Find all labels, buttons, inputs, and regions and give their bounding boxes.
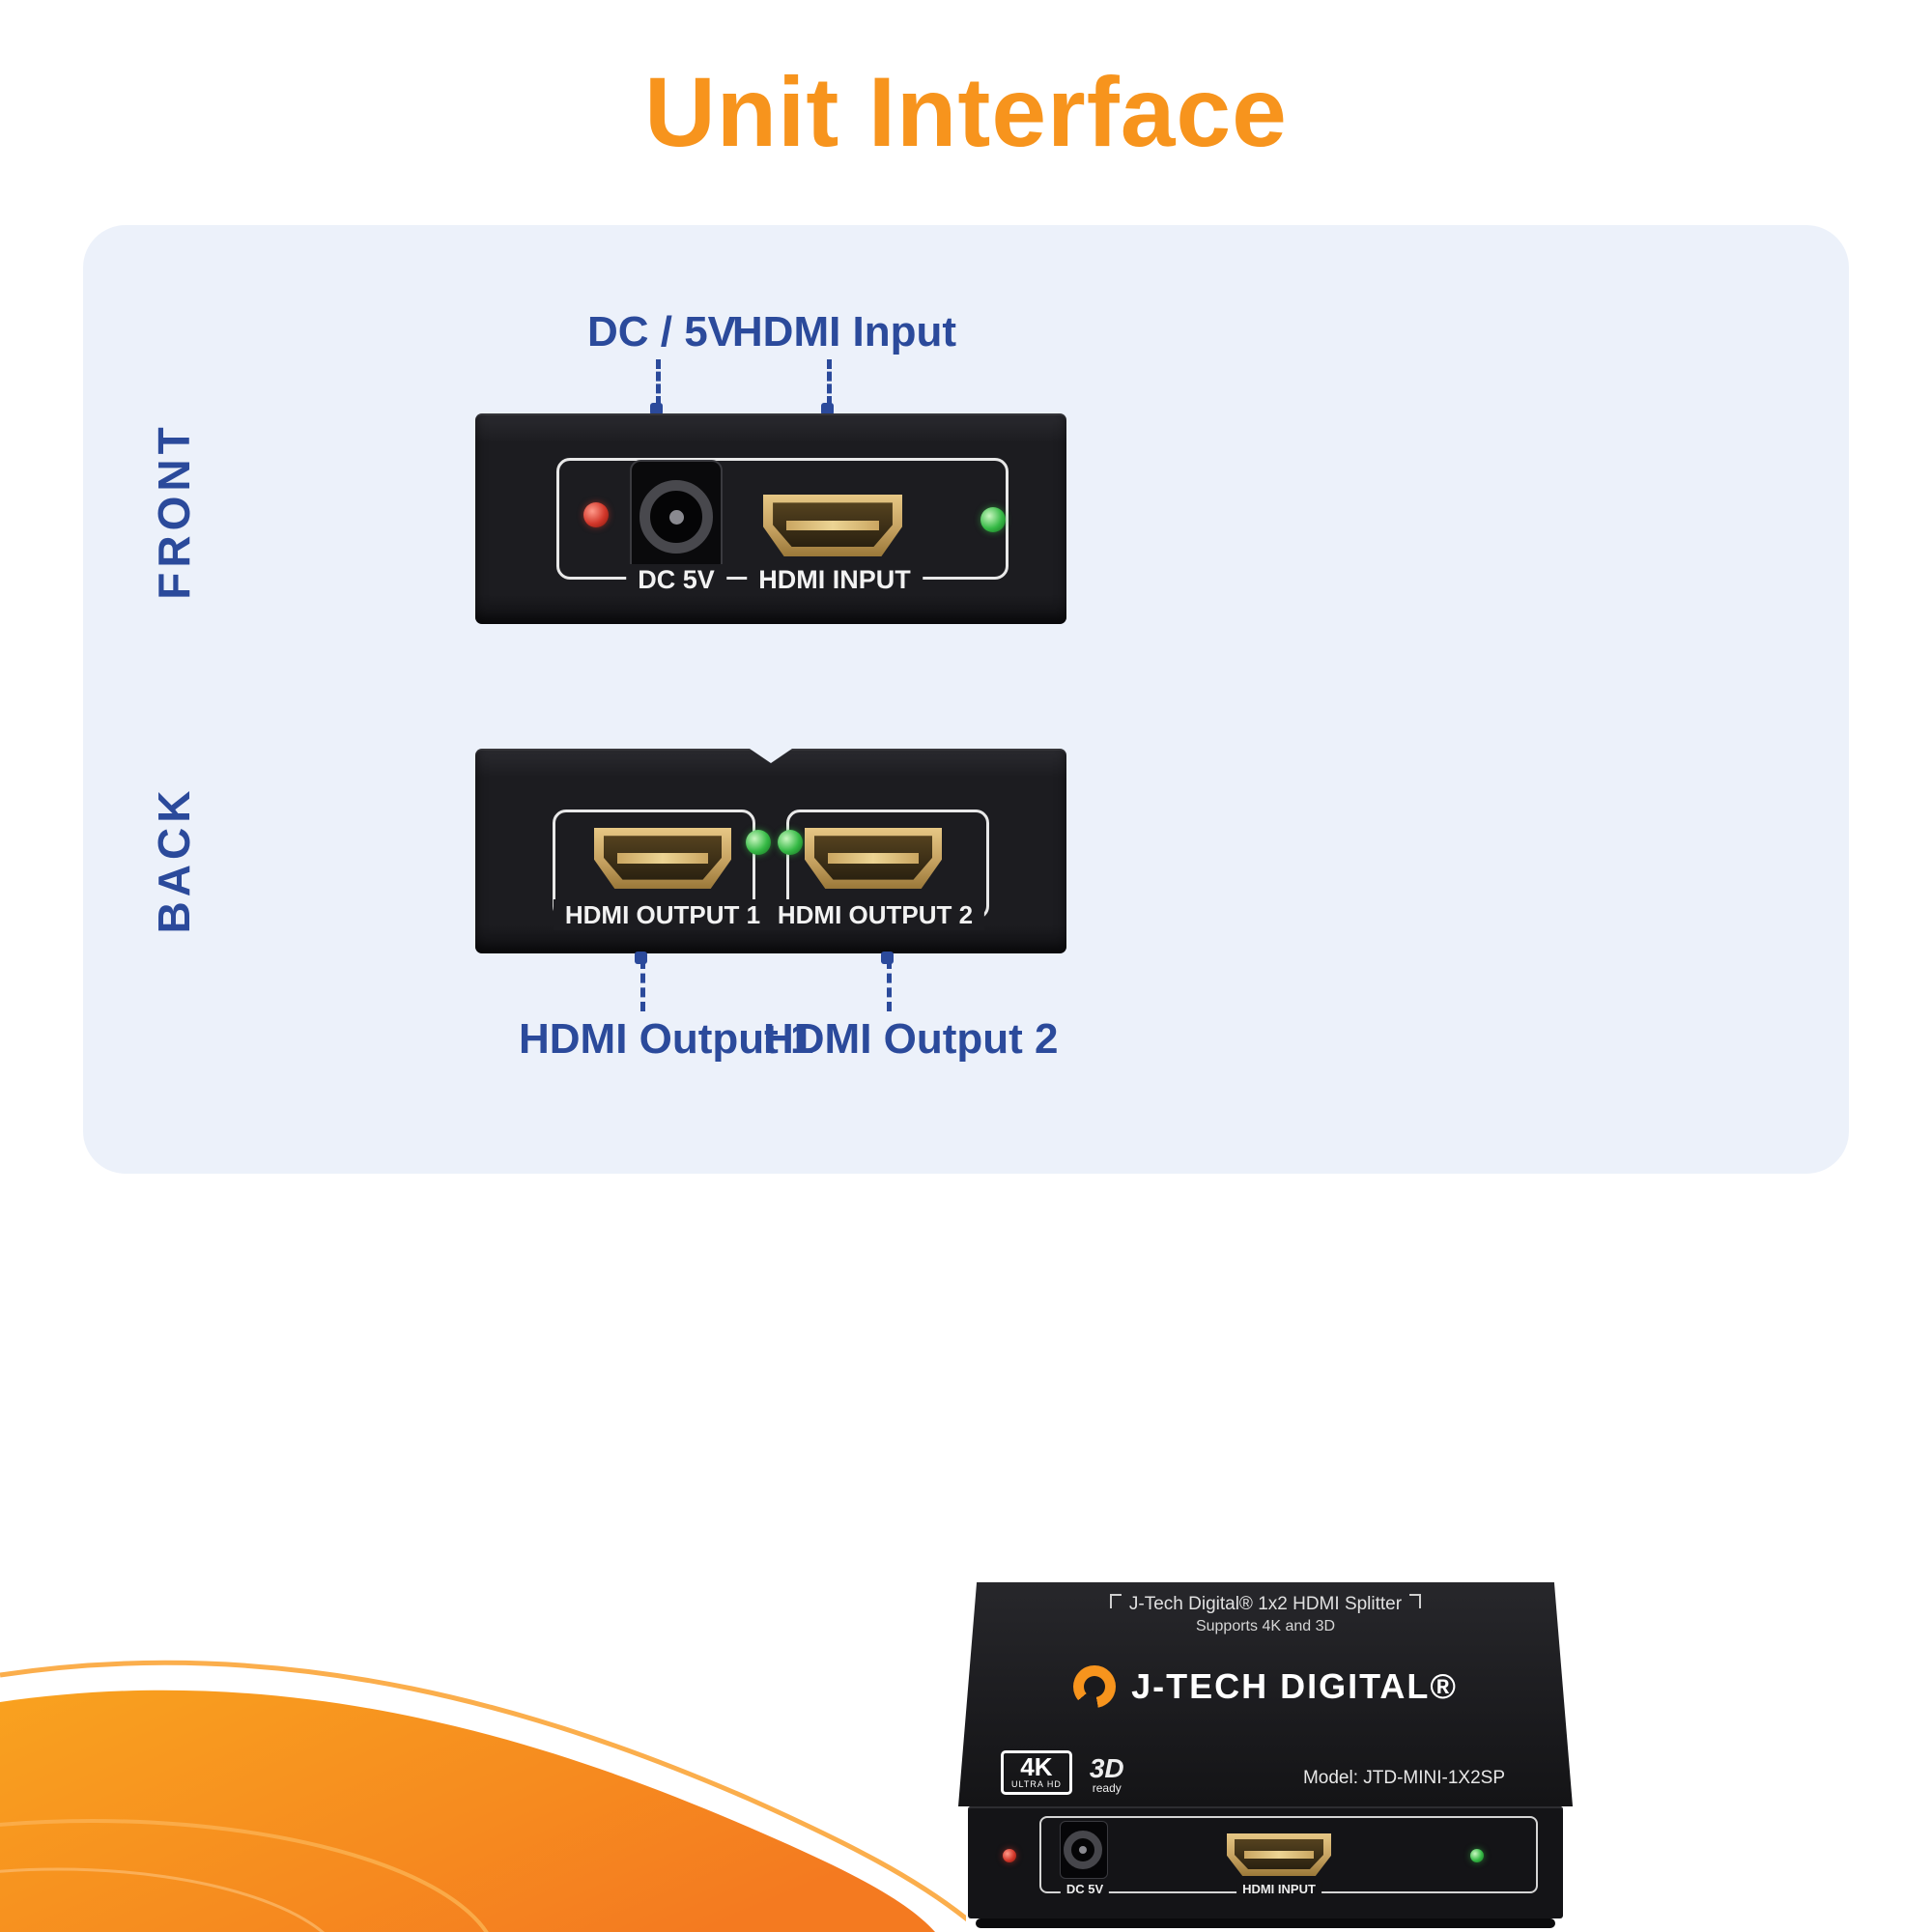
product-top-face: J-Tech Digital® 1x2 HDMI Splitter Suppor…	[958, 1582, 1573, 1806]
product-photo: J-Tech Digital® 1x2 HDMI Splitter Suppor…	[947, 1582, 1584, 1932]
dashed-connector-output-2	[887, 959, 892, 1011]
dc-jack-pin	[668, 509, 684, 525]
output-1-led-green-icon	[746, 830, 771, 855]
hdmi-output-2-port	[805, 828, 942, 889]
device-back-panel: HDMI OUTPUT 1 HDMI OUTPUT 2	[475, 749, 1066, 953]
badge-3d-subtext: ready	[1092, 1781, 1122, 1795]
power-led-red-icon	[583, 502, 609, 527]
product-badges: 4K ULTRA HD 3D ready	[1001, 1750, 1124, 1795]
front-side-label: FRONT	[149, 422, 199, 600]
product-front-face: DC 5V HDMI INPUT	[968, 1806, 1563, 1918]
hdmi-input-port	[763, 495, 902, 556]
mini-dc-power-jack	[1061, 1822, 1107, 1878]
hdmi-tongue	[617, 853, 708, 864]
mini-power-led-red-icon	[1003, 1849, 1016, 1862]
product-model-text: Model: JTD-MINI-1X2SP	[1302, 1768, 1505, 1788]
product-brand-row: J-TECH DIGITAL®	[958, 1665, 1573, 1708]
port-label-hdmi-input: HDMI INPUT	[747, 564, 923, 595]
connector-endpoint-output-1	[635, 952, 647, 964]
case-notch	[750, 749, 792, 763]
back-side-label: BACK	[149, 785, 199, 934]
port-label-hdmi-output-1: HDMI OUTPUT 1	[553, 899, 773, 930]
dc-power-jack	[632, 462, 721, 572]
dashed-connector-hdmi-input	[827, 359, 832, 406]
badge-4k-ultra-hd: 4K ULTRA HD	[1001, 1750, 1072, 1795]
product-base-edge	[976, 1918, 1555, 1928]
mini-port-label-hdmi-input: HDMI INPUT	[1236, 1882, 1321, 1897]
hdmi-tongue	[786, 520, 879, 531]
connector-endpoint-hdmi-input	[821, 403, 834, 415]
page-title: Unit Interface	[644, 57, 1288, 167]
badge-4k-subtext: ULTRA HD	[1011, 1779, 1062, 1789]
j-tech-swirl-logo-icon	[1073, 1665, 1117, 1708]
product-top-line1: J-Tech Digital® 1x2 HDMI Splitter	[1128, 1594, 1403, 1614]
callout-hdmi-output-2: HDMI Output 2	[763, 1015, 1059, 1063]
dashed-connector-output-1	[640, 959, 645, 1011]
crop-mark-left-icon	[1109, 1594, 1122, 1608]
callout-hdmi-output-1: HDMI Output 1	[519, 1015, 814, 1063]
mini-hdmi-input-port	[1227, 1833, 1331, 1876]
callout-dc-5v: DC / 5V	[586, 308, 737, 355]
orange-swoosh-decoration	[0, 1660, 966, 1932]
crop-mark-right-icon	[1409, 1594, 1422, 1608]
dashed-connector-dc	[656, 359, 661, 406]
product-brand-text: J-TECH DIGITAL®	[1131, 1666, 1458, 1706]
output-2-led-green-icon	[778, 830, 803, 855]
hdmi-output-1-port	[594, 828, 731, 889]
hdmi-tongue	[1244, 1851, 1314, 1859]
product-top-line2: Supports 4K and 3D	[1195, 1618, 1336, 1634]
badge-4k-text: 4K	[1020, 1752, 1053, 1781]
port-label-dc-5v: DC 5V	[626, 564, 726, 595]
dc-jack-barrel	[639, 480, 713, 554]
connector-endpoint-output-2	[881, 952, 894, 964]
callout-hdmi-input: HDMI Input	[731, 308, 957, 355]
product-top-caption: J-Tech Digital® 1x2 HDMI Splitter	[958, 1594, 1573, 1615]
signal-led-green-icon	[980, 507, 1006, 532]
mini-signal-led-green-icon	[1470, 1849, 1484, 1862]
badge-3d-ready: 3D ready	[1089, 1753, 1124, 1796]
mini-dc-jack-barrel	[1064, 1831, 1102, 1869]
mini-dc-jack-pin	[1079, 1846, 1087, 1854]
badge-3d-text: 3D	[1089, 1753, 1124, 1783]
port-label-hdmi-output-2: HDMI OUTPUT 2	[765, 899, 985, 930]
diagram-panel: FRONT BACK DC / 5V HDMI Input DC 5V	[83, 225, 1849, 1174]
connector-endpoint-dc	[650, 403, 663, 415]
device-front-panel: DC 5V HDMI INPUT	[475, 413, 1066, 624]
hdmi-tongue	[828, 853, 919, 864]
mini-port-label-dc-5v: DC 5V	[1060, 1882, 1110, 1897]
